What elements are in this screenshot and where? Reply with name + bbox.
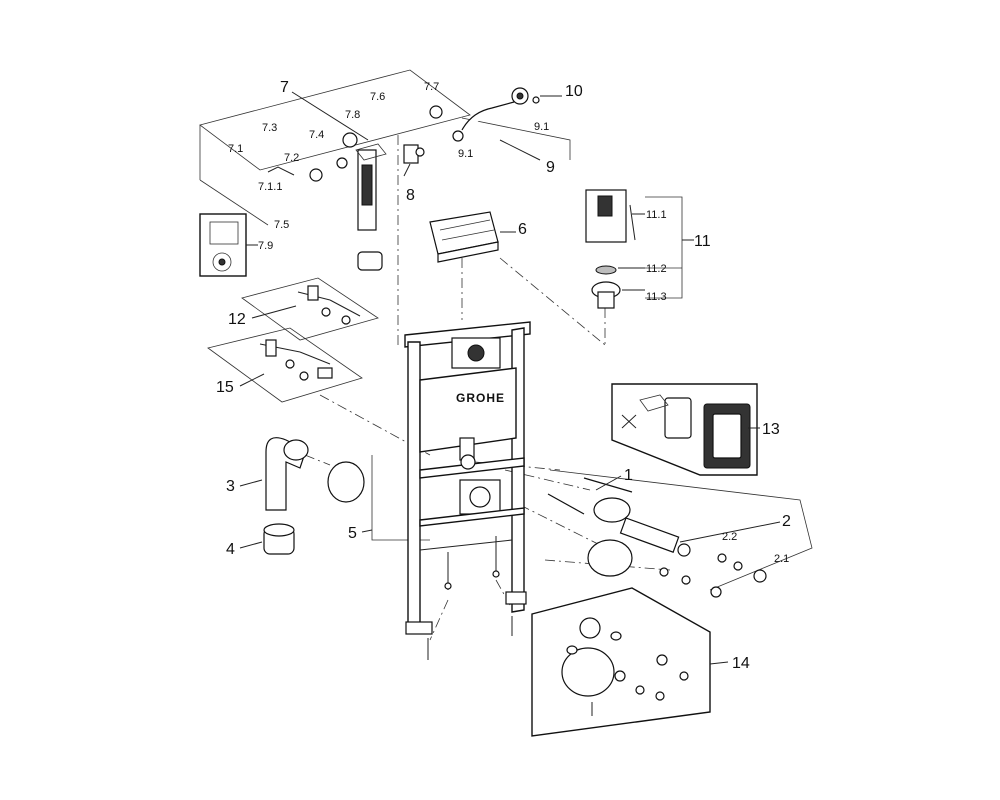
callout-7: 7	[280, 79, 289, 96]
callout-6: 6	[518, 221, 527, 238]
callout-7-4: 7.4	[309, 129, 324, 141]
callout-8: 8	[406, 187, 415, 204]
callout-1: 1	[624, 467, 633, 484]
callout-11-3: 11.3	[646, 291, 667, 303]
callout-7-7: 7.7	[424, 81, 439, 93]
inset-7-9	[199, 213, 258, 277]
callout-7-8: 7.8	[345, 109, 360, 121]
part-screws	[427, 536, 513, 660]
callout-3: 3	[226, 478, 235, 495]
leader-lines	[239, 91, 781, 665]
callout-4: 4	[226, 541, 235, 558]
callout-2-2: 2.2	[722, 531, 737, 543]
part-12-15-fixings	[259, 285, 361, 381]
callout-5: 5	[348, 525, 357, 542]
part-7-valve	[267, 105, 443, 271]
callout-9: 9	[546, 159, 555, 176]
callout-14: 14	[732, 655, 750, 672]
callout-9-1-a: 9.1	[534, 121, 549, 133]
part-9-hose	[452, 87, 540, 142]
installation-frame	[404, 321, 531, 635]
callout-11-2: 11.2	[646, 263, 667, 275]
part-6-module	[429, 211, 499, 263]
callout-7-1-1: 7.1.1	[258, 181, 282, 193]
part-3-4-pipes	[263, 437, 365, 555]
callout-9-1-b: 9.1	[458, 148, 473, 160]
callout-15: 15	[216, 379, 234, 396]
callout-2: 2	[782, 513, 791, 530]
callout-7-9: 7.9	[258, 240, 273, 252]
callout-7-6: 7.6	[370, 91, 385, 103]
callout-labels: 7 7.7 7.6 7.8 7.3 7.4 7.1 7.2 7.1.1 7.5 …	[216, 79, 791, 672]
panel-14	[531, 587, 711, 737]
inset-13	[611, 383, 758, 476]
callout-12: 12	[228, 311, 246, 328]
part-11-valve	[585, 189, 636, 309]
callout-7-2: 7.2	[284, 152, 299, 164]
callout-10: 10	[565, 83, 583, 100]
callout-7-3: 7.3	[262, 122, 277, 134]
callout-7-1: 7.1	[228, 143, 243, 155]
callout-13: 13	[762, 421, 780, 438]
part-1-2-connections	[547, 477, 767, 598]
callout-11-1: 11.1	[646, 209, 667, 221]
callout-11: 11	[694, 233, 711, 250]
brand-label: GROHE	[456, 391, 505, 405]
group-panels	[199, 69, 813, 591]
callout-7-5: 7.5	[274, 219, 289, 231]
callout-2-1: 2.1	[774, 553, 789, 565]
